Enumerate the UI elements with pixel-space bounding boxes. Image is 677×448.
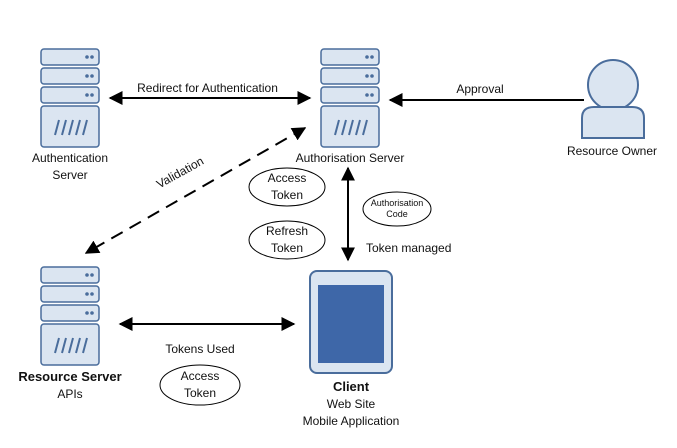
authorisation-server-label: Authorisation Server (295, 151, 405, 165)
access-token-bottom-ellipse (159, 364, 241, 406)
access-token-bottom-line2: Token (183, 386, 217, 400)
refresh-token-line1: Refresh (265, 224, 309, 238)
authorisation-server-icon (320, 48, 380, 148)
authentication-server-line2: Server (52, 168, 88, 182)
client-line1: Web Site (326, 397, 376, 411)
refresh-token-line2: Token (270, 241, 304, 255)
authorisation-code-line2: Code (386, 209, 408, 219)
authentication-server-icon (40, 48, 100, 148)
authentication-server-line1: Authentication (31, 151, 109, 165)
access-token-top-line2: Token (270, 188, 304, 202)
authentication-server-label: Authentication Server (20, 150, 120, 184)
redirect-label: Redirect for Authentication (137, 81, 278, 95)
client-line2: Mobile Application (302, 414, 400, 428)
access-token-top-line1: Access (267, 171, 307, 185)
token-managed-label: Token managed (366, 241, 452, 255)
client-title: Client (332, 379, 370, 394)
resource-owner-icon (581, 59, 645, 139)
resource-server-subtitle: APIs (57, 387, 83, 401)
client-tablet-icon (309, 270, 393, 374)
approval-label: Approval (456, 82, 504, 96)
refresh-token-ellipse (248, 220, 326, 260)
access-token-top-ellipse (248, 167, 326, 207)
refresh-token-label: Refresh Token (249, 223, 325, 257)
authorisation-code-line1: Authorisation (370, 198, 424, 208)
authorisation-code-label: Authorisation Code (363, 198, 431, 220)
access-token-bottom-line1: Access (180, 369, 220, 383)
tokens-used-label: Tokens Used (165, 342, 235, 356)
client-label: Client Web Site Mobile Application (290, 378, 412, 430)
validation-arrow (84, 127, 307, 254)
resource-server-label: Resource Server APIs (10, 368, 130, 403)
access-token-top-label: Access Token (249, 170, 325, 204)
validation-label: Validation (154, 154, 206, 191)
resource-server-icon (40, 266, 100, 366)
access-token-bottom-label: Access Token (160, 368, 240, 402)
authorisation-code-ellipse (362, 191, 432, 227)
resource-server-title: Resource Server (18, 369, 122, 384)
resource-owner-label: Resource Owner (566, 144, 658, 158)
